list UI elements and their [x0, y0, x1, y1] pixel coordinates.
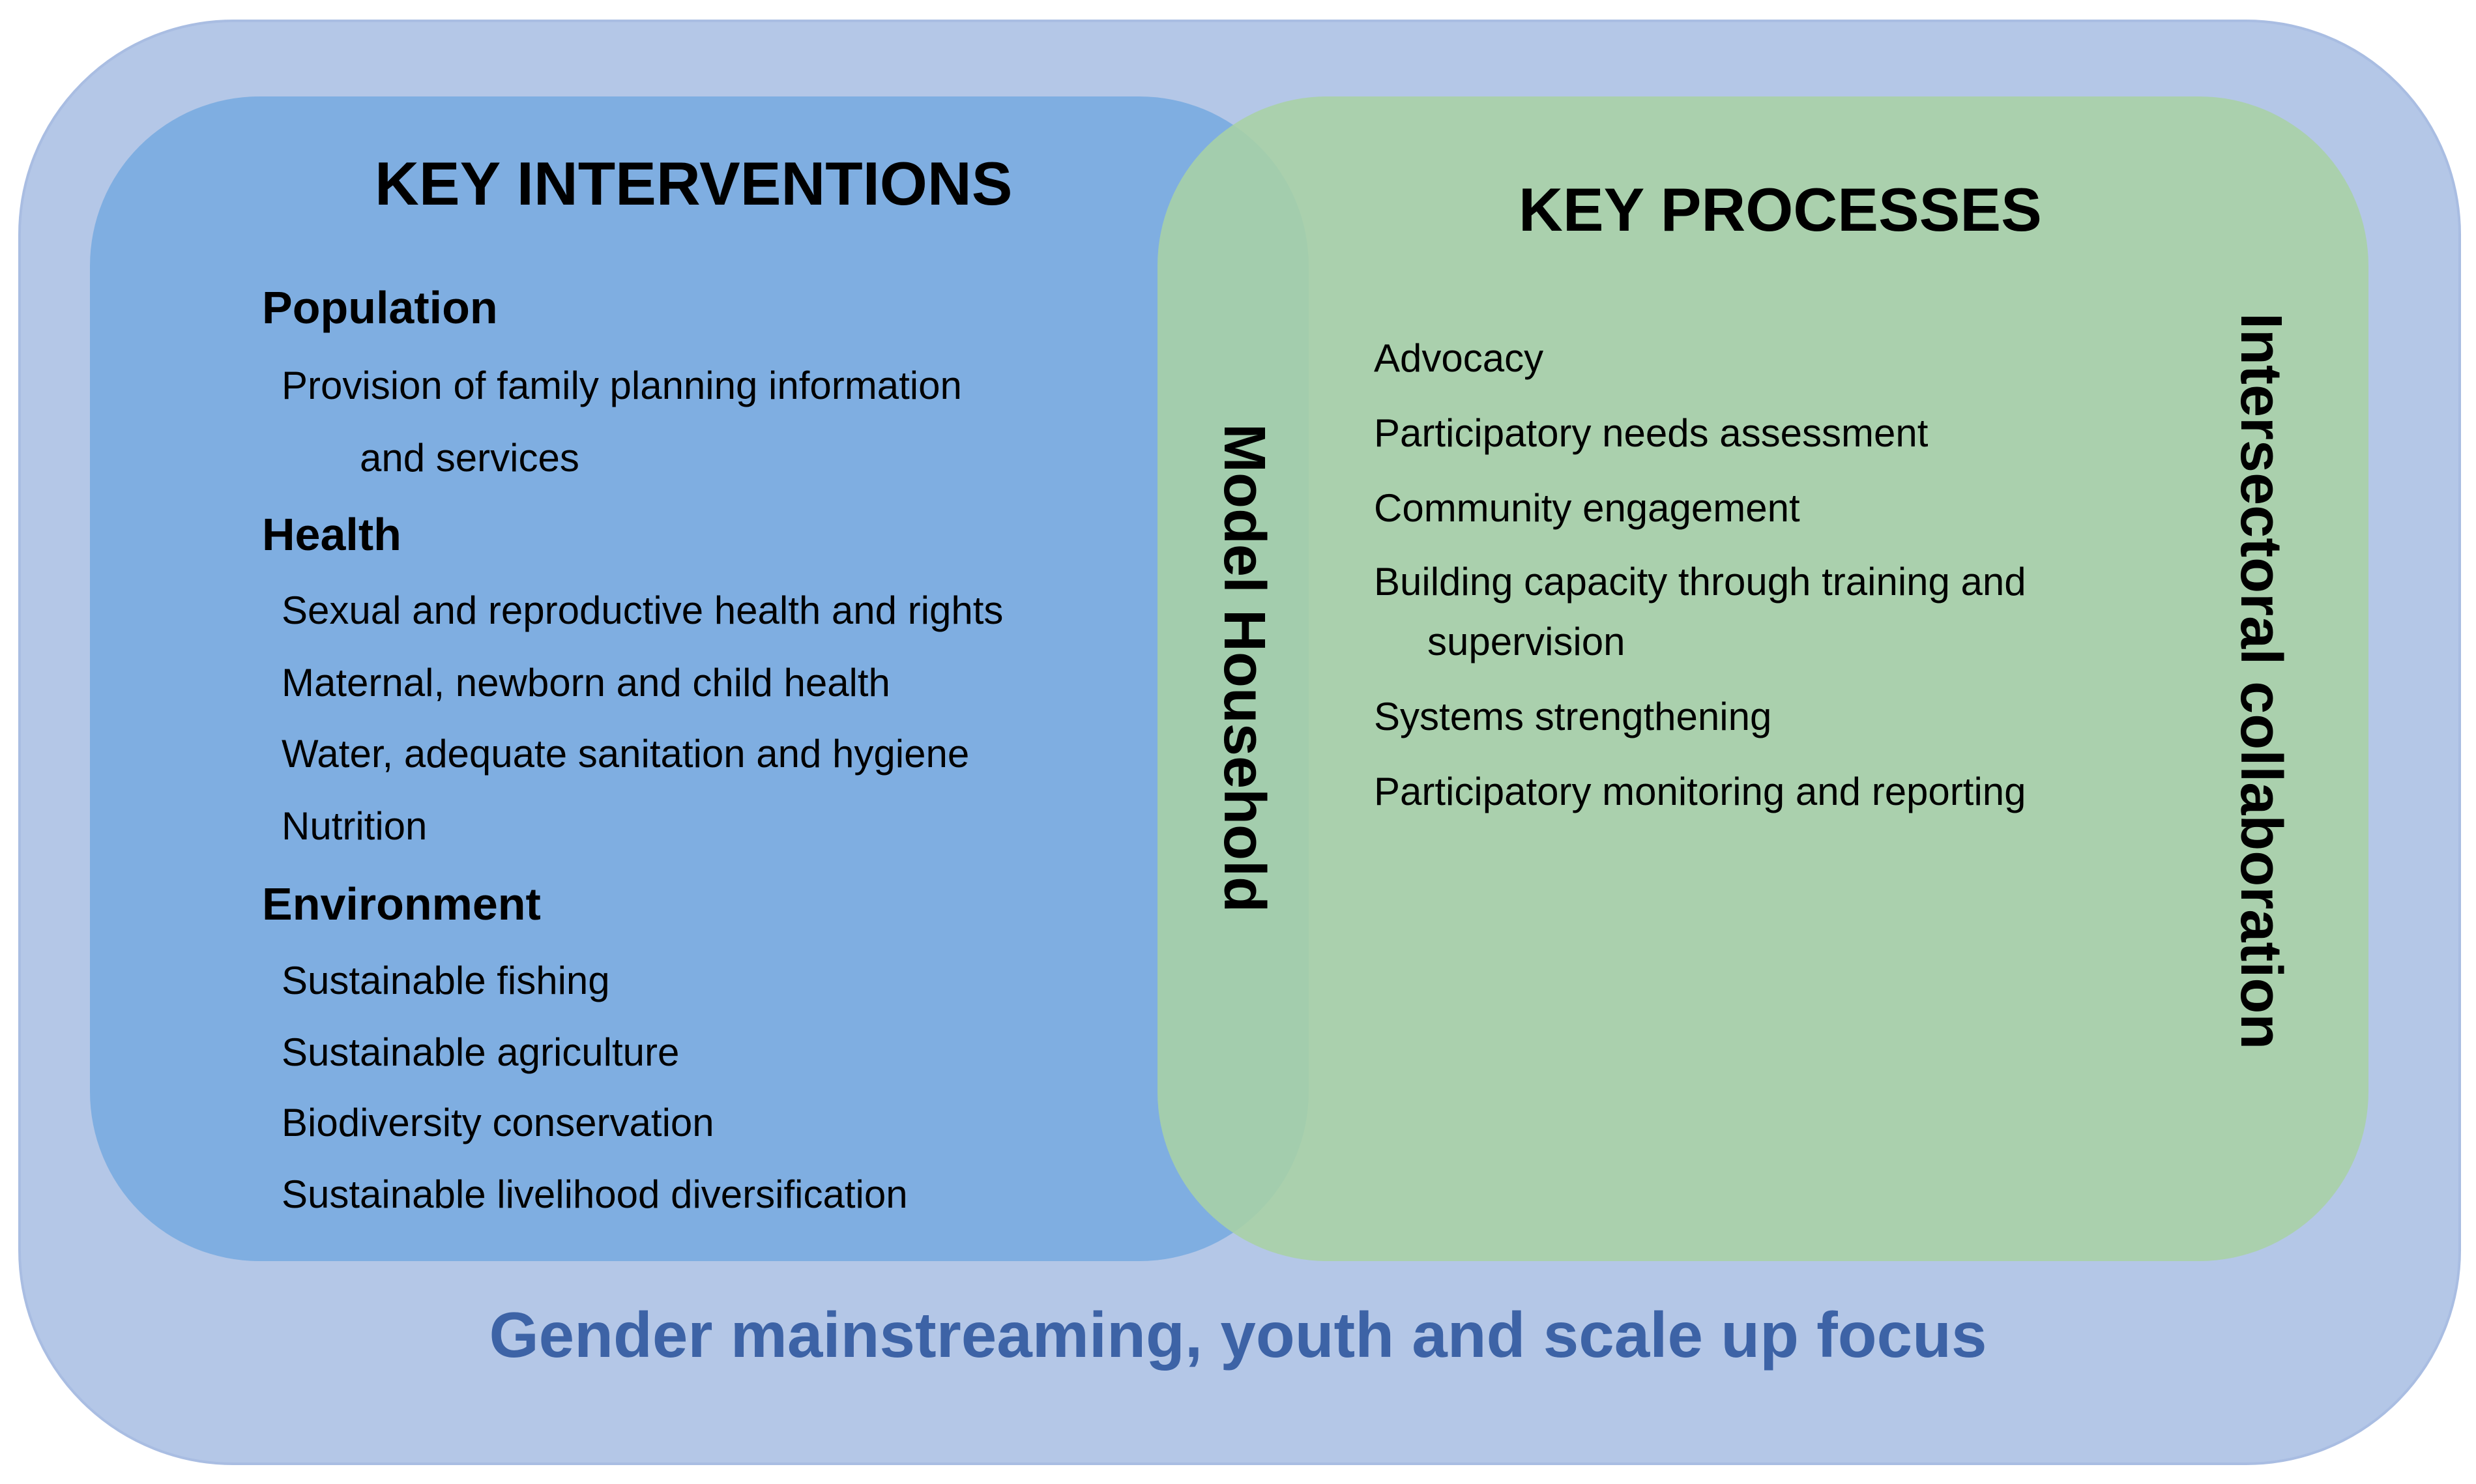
list-item: Sustainable agriculture — [282, 1030, 680, 1074]
group-heading-health: Health — [262, 509, 401, 560]
list-item: Building capacity through training and — [1374, 560, 2026, 604]
list-item: and services — [360, 436, 579, 480]
list-item: Sexual and reproductive health and right… — [282, 589, 1004, 632]
intersectoral-collaboration-label: Intersectoral collaboration — [2228, 313, 2294, 1050]
list-item: Sustainable livelihood diversification — [282, 1172, 908, 1216]
group-heading-population: Population — [262, 282, 498, 333]
list-item: Sustainable fishing — [282, 959, 610, 1002]
list-item: Participatory needs assessment — [1374, 411, 1929, 455]
list-item: Advocacy — [1374, 336, 1544, 380]
footer-caption: Gender mainstreaming, youth and scale up… — [489, 1299, 1987, 1371]
key-processes-box — [1158, 96, 2368, 1261]
key-interventions-title: KEY INTERVENTIONS — [375, 149, 1013, 218]
key-processes-title: KEY PROCESSES — [1519, 175, 2042, 244]
list-item: supervision — [1427, 620, 1625, 663]
list-item: Community engagement — [1374, 486, 1800, 530]
list-item: Maternal, newborn and child health — [282, 661, 890, 705]
list-item: Nutrition — [282, 804, 428, 848]
model-household-label: Model Household — [1212, 424, 1277, 912]
group-heading-environment: Environment — [262, 879, 541, 929]
list-item: Participatory monitoring and reporting — [1374, 770, 2026, 813]
list-item: Systems strengthening — [1374, 695, 1772, 738]
list-item: Water, adequate sanitation and hygiene — [282, 732, 970, 776]
key-interventions-box — [90, 96, 1309, 1261]
list-item: Biodiversity conservation — [282, 1101, 714, 1144]
list-item: Provision of family planning information — [282, 364, 962, 407]
